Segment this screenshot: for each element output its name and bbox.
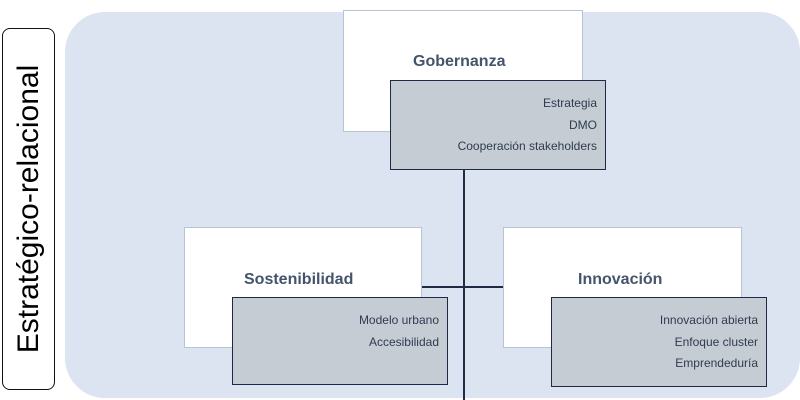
side-label-text: Estratégico-relacional (11, 64, 45, 354)
connector-vertical (463, 170, 465, 400)
innovation-items: Innovación abierta Enfoque cluster Empre… (551, 297, 767, 387)
governance-title: Gobernanza (413, 53, 506, 70)
innovation-item: Emprendeduría (675, 356, 758, 370)
sustainability-items: Modelo urbano Accesibilidad (232, 297, 448, 385)
governance-item: Estrategia (542, 96, 597, 110)
governance-item: Cooperación stakeholders (457, 139, 597, 153)
innovation-item: Enfoque cluster (674, 334, 758, 349)
sustainability-item: Modelo urbano (358, 313, 439, 327)
connector-horizontal (420, 286, 510, 288)
governance-item: DMO (569, 117, 597, 132)
sustainability-title: Sostenibilidad (244, 271, 354, 288)
side-label-box: Estratégico-relacional (2, 28, 55, 390)
innovation-item: Innovación abierta (659, 313, 758, 327)
sustainability-item: Accesibilidad (368, 334, 439, 349)
innovation-title: Innovación (578, 271, 663, 288)
governance-items: Estrategia DMO Cooperación stakeholders (390, 80, 606, 170)
